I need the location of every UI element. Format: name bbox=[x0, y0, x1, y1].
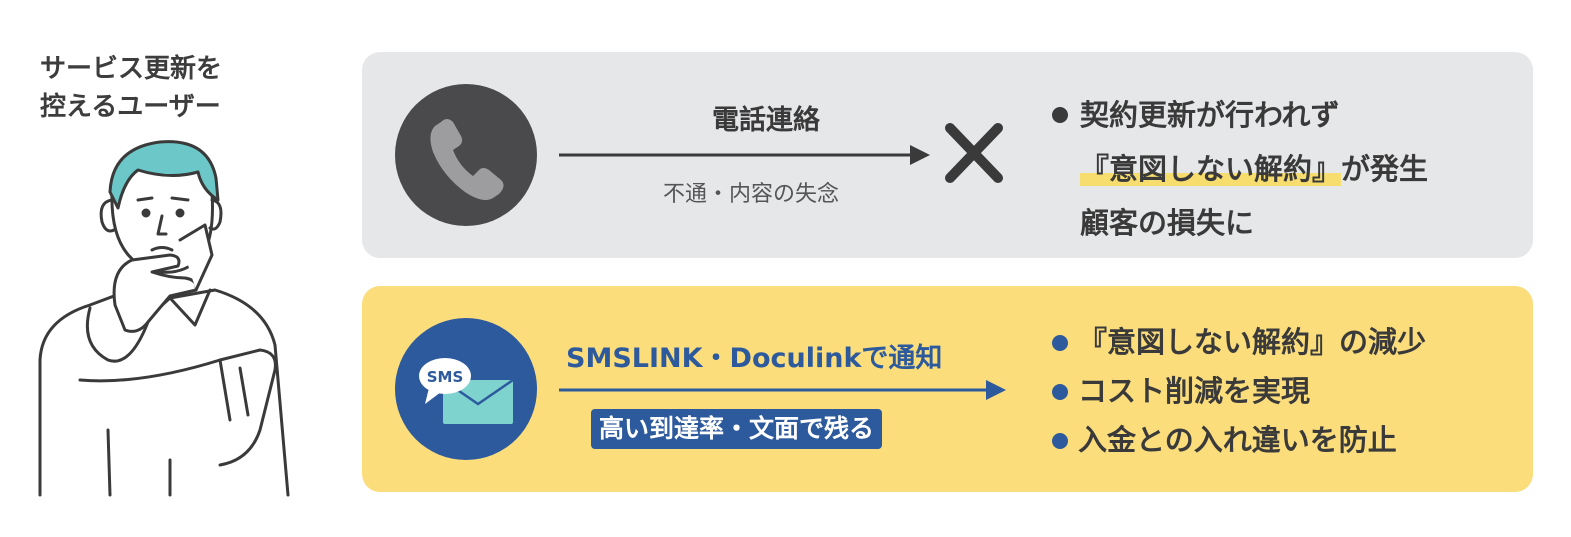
phone-flow-sublabel: 不通・内容の失念 bbox=[663, 182, 840, 207]
sms-icon-text: SMS bbox=[427, 368, 464, 386]
sms-result-item: 『意図しない解約』の減少 bbox=[1052, 318, 1426, 367]
user-caption-line2: 控えるユーザー bbox=[40, 92, 221, 122]
phone-result-list: 契約更新が行われず 『意図しない解約』が発生 顧客の損失に bbox=[1052, 88, 1428, 250]
phone-icon bbox=[395, 84, 537, 226]
sms-envelope-icon: SMS bbox=[395, 318, 537, 460]
phone-result-item: 顧客の損失に bbox=[1080, 206, 1255, 240]
phone-result-item: 『意図しない解約』が発生 bbox=[1080, 152, 1429, 186]
phone-flow-label: 電話連絡 bbox=[712, 105, 820, 136]
highlighted-text: 『意図しない解約』 bbox=[1080, 152, 1342, 186]
phone-result-item: 契約更新が行われず bbox=[1052, 88, 1428, 142]
user-caption-line1: サービス更新を bbox=[40, 54, 223, 84]
user-caption: サービス更新を 控えるユーザー bbox=[40, 50, 270, 126]
thinking-person-illustration bbox=[38, 140, 290, 497]
sms-flow-badge: 高い到達率・文面で残る bbox=[591, 409, 883, 449]
sms-result-list: 『意図しない解約』の減少 コスト削減を実現 入金との入れ違いを防止 bbox=[1052, 318, 1426, 465]
sms-result-item: コスト削減を実現 bbox=[1052, 367, 1426, 416]
sms-flow-label: SMSLINK・Doculinkで通知 bbox=[566, 343, 943, 374]
sms-result-item: 入金との入れ違いを防止 bbox=[1052, 416, 1426, 465]
